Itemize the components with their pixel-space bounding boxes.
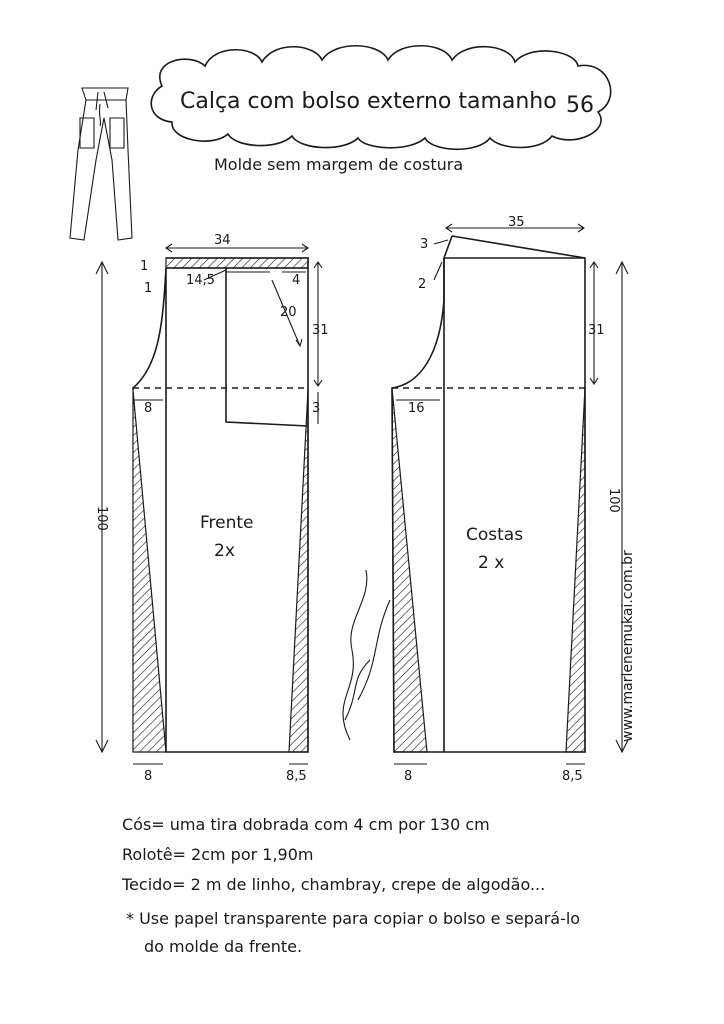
back-label: Costas <box>466 525 523 545</box>
front-pocket <box>225 268 309 427</box>
size-number: 56 <box>566 93 594 118</box>
back-outline <box>391 235 586 753</box>
note-line-5: do molde da frente. <box>144 937 302 956</box>
front-waist-hatch <box>165 257 309 269</box>
front-dim-pocket-diag: 20 <box>280 305 297 320</box>
front-dim-top: 34 <box>214 233 231 248</box>
pants-sketch-icon <box>69 87 133 241</box>
back-dim-hip: 31 <box>588 323 605 338</box>
note-line-1: Cós= uma tira dobrada com 4 cm por 130 c… <box>122 815 490 834</box>
front-dim-pocket-small: 4 <box>292 273 300 288</box>
back-right-hatch <box>565 387 586 753</box>
site-watermark: www.marlenemukai.com.br <box>620 550 636 742</box>
front-dim-crotch: 8 <box>144 401 152 416</box>
front-dim-one-a: 1 <box>140 259 148 274</box>
title-text: Calça com bolso externo tamanho <box>180 89 557 114</box>
note-line-4: * Use papel transparente para copiar o b… <box>126 909 580 928</box>
front-dim-one-b: 1 <box>144 281 152 296</box>
title-cloud <box>150 44 612 151</box>
back-pattern-piece <box>391 223 629 765</box>
back-dim-top: 35 <box>508 215 525 230</box>
note-line-3: Tecido= 2 m de linho, chambray, crepe de… <box>121 875 545 894</box>
front-label: Frente <box>200 513 254 533</box>
back-dim-crotch: 16 <box>408 401 425 416</box>
front-dim-pocket-offset: 14,5 <box>186 273 215 288</box>
front-left-hatch <box>132 389 167 753</box>
back-dim-hem-left: 8 <box>404 769 412 784</box>
back-dim-three: 3 <box>420 237 428 252</box>
front-dim-hem-right: 8,5 <box>286 769 307 784</box>
note-line-2: Rolotê= 2cm por 1,90m <box>122 845 314 864</box>
front-pattern-piece <box>95 243 323 765</box>
back-dim-two: 2 <box>418 277 426 292</box>
front-right-hatch <box>288 389 309 753</box>
front-dim-pocket-bottom: 3 <box>312 401 320 416</box>
back-count: 2 x <box>478 553 504 573</box>
back-dim-length: 100 <box>606 488 621 513</box>
back-left-hatch <box>391 387 428 753</box>
back-dim-hem-right: 8,5 <box>562 769 583 784</box>
front-outline <box>132 257 309 753</box>
front-dim-hem-left: 8 <box>144 769 152 784</box>
subtitle-text: Molde sem margem de costura <box>214 155 463 174</box>
signature <box>342 569 391 741</box>
front-dim-hip: 31 <box>312 323 329 338</box>
front-count: 2x <box>214 541 235 561</box>
front-dim-length: 100 <box>94 506 109 531</box>
